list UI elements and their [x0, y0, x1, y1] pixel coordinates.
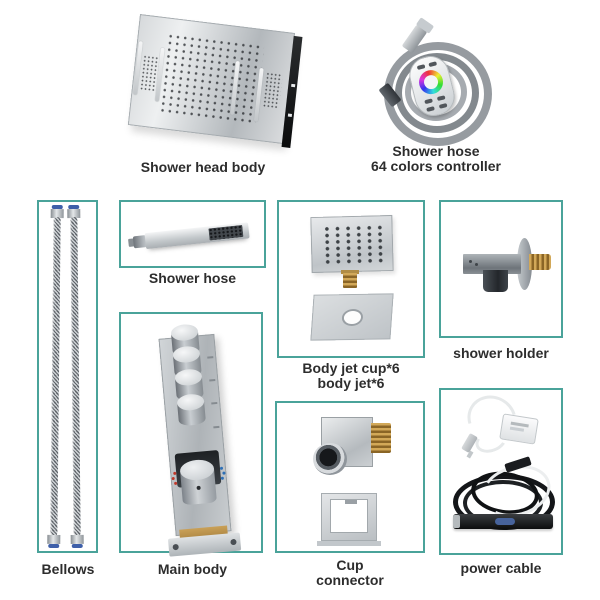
temperature-knob — [179, 458, 217, 506]
bellows-box — [37, 200, 98, 553]
remote-button — [438, 102, 448, 109]
mist-nozzle-cluster — [262, 71, 283, 110]
valve-plate — [158, 323, 242, 557]
brass-collar — [341, 270, 359, 274]
hose-controller-image — [368, 17, 508, 148]
shower-holder-label: shower holder — [453, 345, 549, 361]
shower-holder-box — [439, 200, 563, 338]
cup-connector-box — [275, 401, 425, 553]
rainbow-color-ring — [416, 67, 446, 97]
power-cable-label: power cable — [460, 560, 542, 576]
controller-adapter — [499, 413, 539, 445]
body-jet-face — [310, 214, 394, 274]
remote-button — [428, 61, 438, 68]
brass-outlet — [371, 423, 391, 453]
shower-head-body-label: Shower head body — [140, 159, 266, 175]
brass-inlet — [343, 273, 357, 288]
handheld-shower-wand — [128, 203, 261, 266]
round-port — [313, 443, 347, 475]
nozzle-dot-grid — [158, 32, 265, 126]
wall-flange — [517, 238, 532, 290]
remote-button — [426, 106, 435, 112]
cup-connector-label: Cup connector — [316, 557, 384, 589]
main-body-box — [119, 312, 263, 557]
holder-socket — [483, 270, 508, 292]
bellows-hose — [67, 204, 84, 549]
square-cup — [321, 493, 377, 541]
body-jet-label: Body jet cup*6 body jet*6 — [302, 360, 400, 392]
body-jet-cup-plate — [310, 293, 394, 341]
cup-plate-hole — [343, 310, 362, 325]
led-light-bar — [453, 514, 553, 529]
remote-button — [436, 95, 446, 102]
holder-arm — [463, 254, 521, 274]
remote-button — [416, 64, 426, 70]
bellows-label: Bellows — [41, 561, 95, 577]
shower-hose-label: Shower hose — [148, 270, 237, 286]
main-body-label: Main body — [157, 561, 228, 577]
power-cable-box — [439, 386, 563, 555]
label-badge — [495, 518, 515, 525]
remote-button — [424, 98, 433, 105]
spray-face — [208, 224, 244, 241]
body-jet-box — [277, 200, 425, 358]
knob — [176, 393, 207, 427]
hose-controller-label: Shower hose 64 colors controller — [371, 143, 501, 175]
shower-hose-box — [119, 200, 266, 268]
shower-head-panel — [127, 14, 296, 145]
bellows-hose — [47, 204, 64, 549]
cup-opening — [331, 500, 367, 532]
jet-nozzle-grid — [319, 223, 385, 265]
brass-connector — [529, 254, 551, 270]
